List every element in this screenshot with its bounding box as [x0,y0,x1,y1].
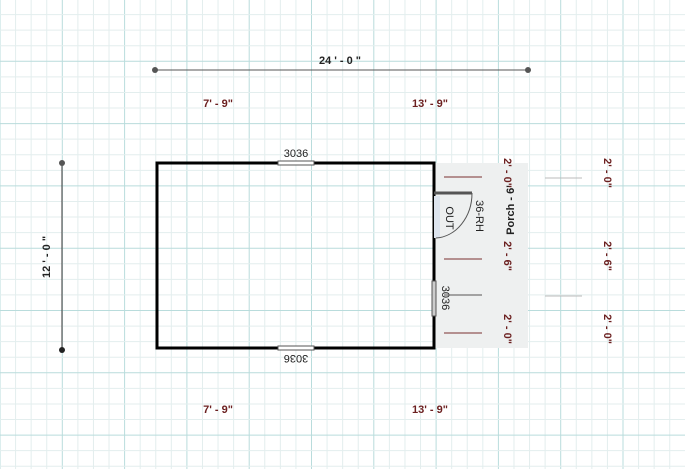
window-right[interactable]: 3036 [431,280,451,317]
door-swing-label: OUT [443,206,455,230]
overall-width-dimension[interactable]: 24 ' - 0 " [152,55,531,73]
porch-markers [444,176,582,334]
porch-dim-inner-1: 2' - 0" [501,158,513,188]
door-label: 36-RH [473,200,485,232]
porch-dim-inner-2: 2' - 6" [501,241,513,271]
window-top-label: 3036 [284,148,308,160]
overall-depth-label: 12 ' - 0 " [41,236,53,278]
bottom-left-segment-dim: 7' - 9" [203,404,233,416]
top-left-segment-dim: 7' - 9" [203,98,233,110]
porch-label: Porch - 6' [505,185,517,235]
window-right-label: 3036 [439,286,451,310]
window-bottom[interactable]: 3036 [277,345,315,364]
overall-depth-dimension[interactable]: 12 ' - 0 " [41,160,65,353]
window-bottom-label: 3036 [284,352,308,364]
porch-dim-outer-2: 2' - 6" [601,241,613,271]
porch-dim-outer-1: 2' - 0" [601,158,613,188]
overall-width-label: 24 ' - 0 " [319,55,361,67]
top-right-segment-dim: 13' - 9" [412,98,448,110]
bottom-right-segment-dim: 13' - 9" [412,404,448,416]
window-top[interactable]: 3036 [277,148,315,166]
door-36-rh[interactable]: OUT 36-RH [434,191,485,239]
porch-dim-outer-3: 2' - 0" [601,314,613,344]
porch-dim-inner-3: 2' - 0" [501,314,513,344]
